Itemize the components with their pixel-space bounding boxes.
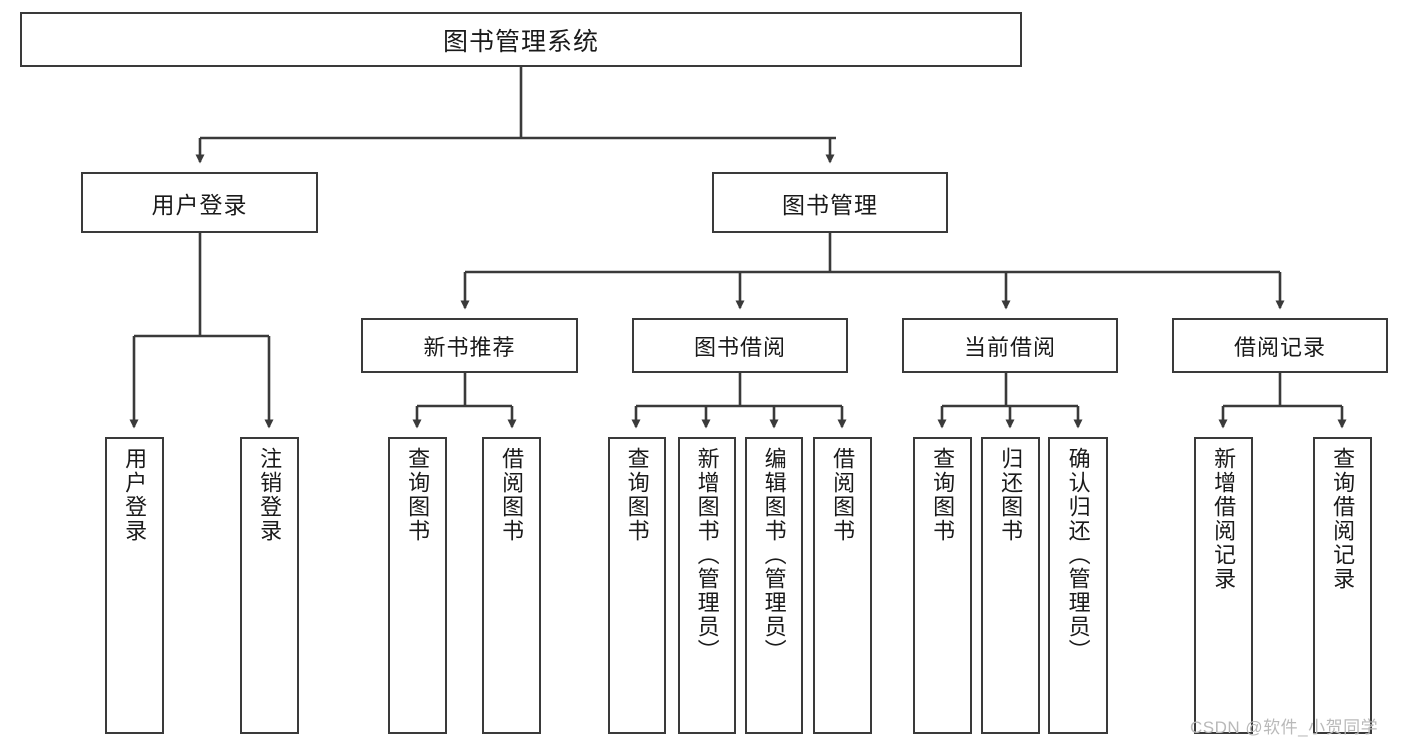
node-label: 图书借阅 bbox=[693, 334, 786, 360]
node-root-book-management-system[interactable]: 图书管理系统 bbox=[20, 12, 1022, 67]
node-label: 归还图书 bbox=[998, 447, 1024, 543]
node-leaf-borrow-book[interactable]: 借阅图书 bbox=[813, 437, 872, 734]
node-leaf-confirm-return-admin[interactable]: 确认归还（管理员） bbox=[1048, 437, 1108, 734]
node-leaf-user-login[interactable]: 用户登录 bbox=[105, 437, 164, 734]
node-label: 借阅图书 bbox=[499, 447, 525, 543]
node-label: 用户登录 bbox=[151, 191, 248, 218]
node-label: 查询图书 bbox=[930, 447, 956, 543]
node-label: 新增图书（管理员） bbox=[694, 447, 720, 663]
node-leaf-query-book-current[interactable]: 查询图书 bbox=[913, 437, 972, 734]
node-leaf-return-book[interactable]: 归还图书 bbox=[981, 437, 1040, 734]
node-leaf-borrow-book-recommend[interactable]: 借阅图书 bbox=[482, 437, 541, 734]
node-label: 确认归还（管理员） bbox=[1065, 447, 1091, 663]
node-label: 查询图书 bbox=[405, 447, 431, 543]
node-book-management[interactable]: 图书管理 bbox=[712, 172, 948, 233]
node-label: 借阅记录 bbox=[1233, 334, 1326, 360]
node-label: 图书管理系统 bbox=[442, 27, 599, 56]
node-label: 注销登录 bbox=[257, 447, 283, 543]
node-label: 借阅图书 bbox=[830, 447, 856, 543]
node-label: 查询图书 bbox=[624, 447, 650, 543]
node-leaf-edit-book-admin[interactable]: 编辑图书（管理员） bbox=[745, 437, 803, 734]
node-label: 编辑图书（管理员） bbox=[761, 447, 787, 663]
node-label: 新增借阅记录 bbox=[1211, 447, 1237, 591]
node-label: 新书推荐 bbox=[423, 334, 516, 360]
node-borrow-record[interactable]: 借阅记录 bbox=[1172, 318, 1388, 373]
csdn-watermark: CSDN @软件_小贺同学 bbox=[1190, 718, 1379, 737]
node-leaf-query-book-borrow[interactable]: 查询图书 bbox=[608, 437, 666, 734]
node-label: 查询借阅记录 bbox=[1330, 447, 1356, 591]
node-label: 当前借阅 bbox=[963, 334, 1056, 360]
node-leaf-add-borrow-record[interactable]: 新增借阅记录 bbox=[1194, 437, 1253, 734]
node-label: 用户登录 bbox=[122, 447, 148, 543]
node-new-book-recommend[interactable]: 新书推荐 bbox=[361, 318, 578, 373]
node-leaf-add-book-admin[interactable]: 新增图书（管理员） bbox=[678, 437, 736, 734]
node-current-borrow[interactable]: 当前借阅 bbox=[902, 318, 1118, 373]
node-user-login[interactable]: 用户登录 bbox=[81, 172, 318, 233]
node-book-borrow[interactable]: 图书借阅 bbox=[632, 318, 848, 373]
node-leaf-logout[interactable]: 注销登录 bbox=[240, 437, 299, 734]
node-label: 图书管理 bbox=[782, 191, 878, 218]
node-leaf-query-borrow-record[interactable]: 查询借阅记录 bbox=[1313, 437, 1372, 734]
node-leaf-query-book-recommend[interactable]: 查询图书 bbox=[388, 437, 447, 734]
